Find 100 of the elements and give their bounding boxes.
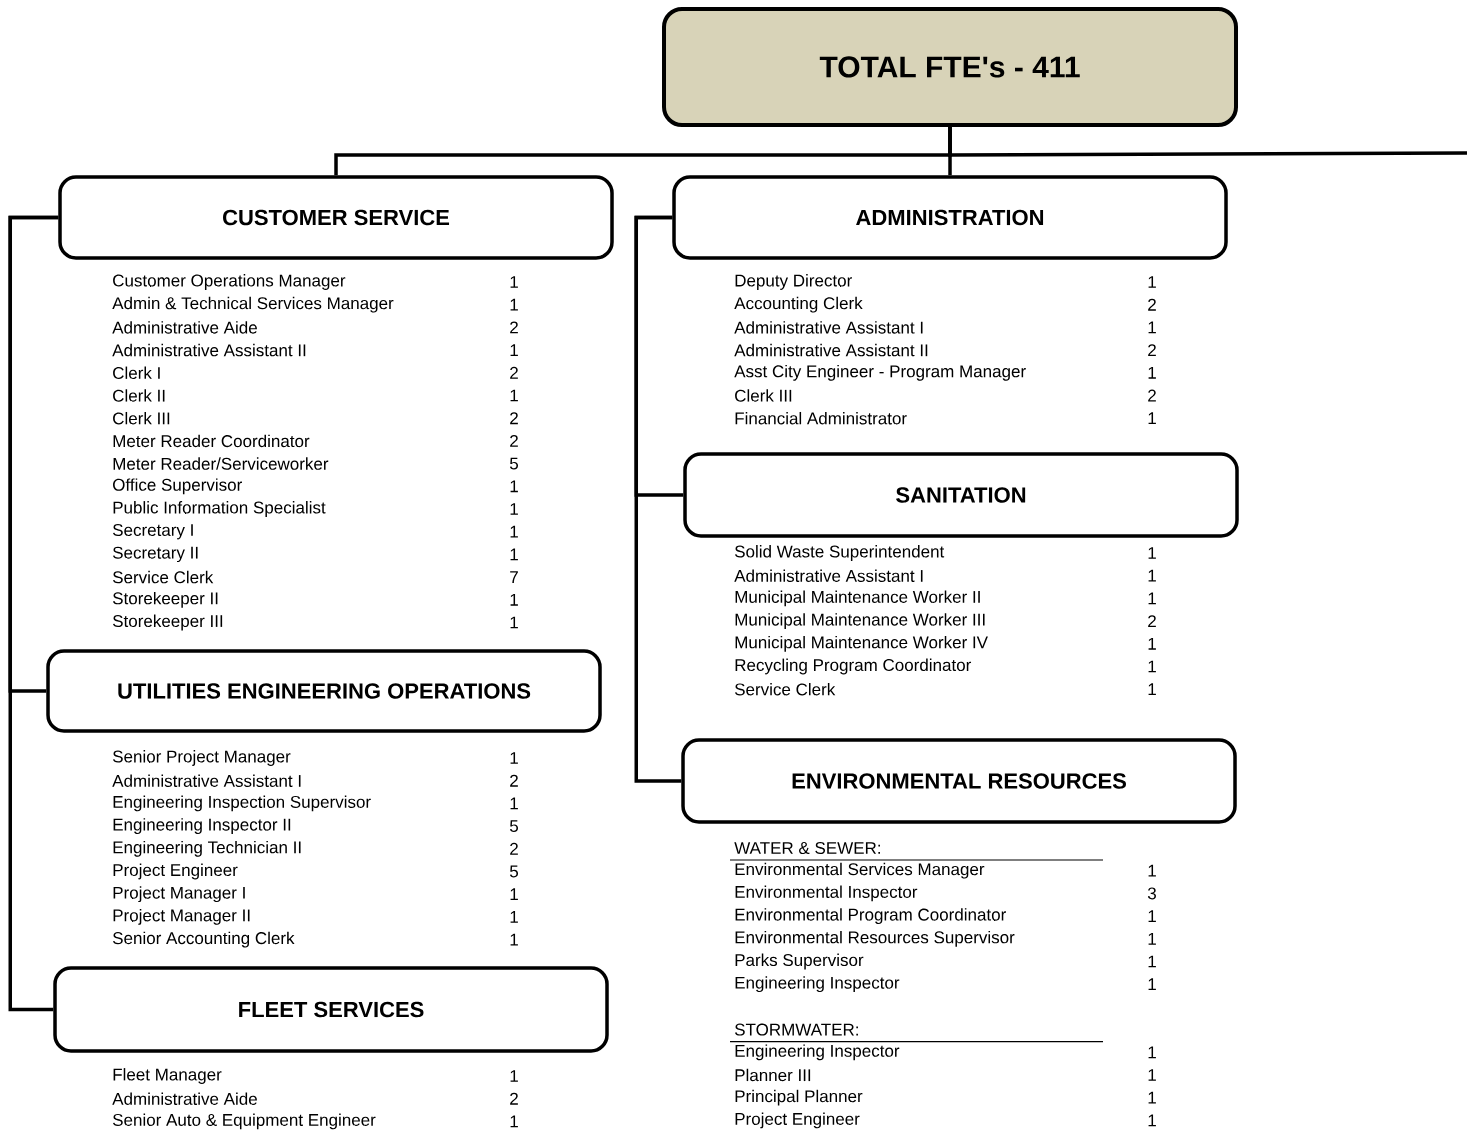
- position-title: Environmental Resources Supervisor: [735, 930, 1015, 947]
- position-title: Engineering Inspector II: [113, 818, 291, 834]
- position-count: 1: [1148, 1069, 1156, 1081]
- position-title: Meter Reader/Serviceworker: [113, 457, 329, 470]
- position-count: 1: [510, 298, 518, 311]
- position-title: Environmental Inspector: [735, 885, 918, 902]
- position-count: 2: [1148, 344, 1156, 357]
- position-count: 1: [1148, 592, 1156, 605]
- position-title: Municipal Maintenance Worker IV: [735, 635, 988, 652]
- position-count: 2: [510, 434, 518, 447]
- connector-line: [948, 127, 1467, 157]
- position-title: Municipal Maintenance Worker III: [735, 613, 985, 629]
- position-title: Engineering Inspector: [735, 976, 900, 993]
- position-count: 1: [1148, 1091, 1156, 1104]
- position-title: Planner III: [735, 1068, 811, 1082]
- position-title: Secretary II: [113, 546, 198, 563]
- position-count: 1: [510, 911, 518, 923]
- position-title: Secretary I: [113, 524, 193, 540]
- position-count: 2: [510, 366, 518, 379]
- position-count: 7: [510, 571, 518, 583]
- position-count: 1: [510, 503, 518, 515]
- position-count: 1: [1148, 637, 1156, 650]
- position-title: Recycling Program Coordinator: [735, 658, 971, 675]
- position-title: Solid Waste Superintendent: [735, 545, 945, 561]
- position-title: Admin & Technical Services Manager: [112, 296, 394, 313]
- position-count: 2: [1148, 615, 1156, 628]
- position-count: 5: [509, 820, 518, 833]
- position-count: 1: [1148, 569, 1156, 582]
- position-count: 2: [1148, 298, 1156, 311]
- position-count: 1: [510, 276, 518, 288]
- position-count: 2: [510, 774, 518, 787]
- position-title: Asst City Engineer - Program Manager: [734, 364, 1026, 381]
- position-count: 2: [510, 842, 518, 855]
- department-box: SANITATION: [683, 452, 1239, 538]
- position-count: 1: [1148, 660, 1156, 673]
- position-title: Customer Operations Manager: [113, 274, 346, 290]
- connector-line: [634, 215, 682, 783]
- position-title: Administrative Assistant I: [734, 569, 923, 582]
- position-count: 1: [1148, 955, 1156, 968]
- position-title: Financial Administrator: [735, 411, 907, 425]
- position-count: 1: [1148, 321, 1156, 334]
- position-count: 1: [510, 933, 518, 946]
- position-count: 3: [1147, 887, 1156, 900]
- position-title: Administrative Aide: [112, 1092, 257, 1105]
- section-subheading: STORMWATER:: [735, 1023, 858, 1036]
- position-count: 2: [510, 412, 518, 425]
- connector-line: [8, 215, 59, 1012]
- position-title: Clerk III: [735, 389, 792, 402]
- position-title: Clerk II: [113, 389, 165, 402]
- position-count: 2: [510, 1092, 518, 1105]
- department-box: ADMINISTRATION: [672, 175, 1228, 260]
- position-title: Senior Project Manager: [113, 750, 291, 766]
- position-count: 1: [1148, 547, 1156, 559]
- total-box: TOTAL FTE's - 411: [662, 7, 1238, 127]
- position-count: 1: [510, 797, 518, 810]
- position-title: Environmental Services Manager: [735, 862, 985, 879]
- position-count: 1: [1148, 276, 1156, 288]
- position-title: Principal Planner: [735, 1089, 863, 1106]
- position-count: 2: [510, 321, 518, 334]
- position-title: Project Manager I: [113, 886, 245, 903]
- position-title: Senior Accounting Clerk: [113, 931, 295, 948]
- position-title: Project Engineer: [735, 1112, 860, 1129]
- position-count: 1: [1148, 864, 1156, 877]
- position-count: 5: [509, 865, 518, 878]
- position-title: Administrative Assistant II: [734, 343, 928, 357]
- position-title: Clerk III: [113, 411, 170, 425]
- position-count: 1: [510, 1070, 518, 1082]
- position-title: Project Manager II: [113, 909, 250, 925]
- position-count: 1: [1148, 932, 1156, 945]
- position-title: Administrative Assistant II: [112, 343, 306, 357]
- section-subheading: WATER & SEWER:: [734, 842, 880, 854]
- position-count: 1: [510, 752, 518, 764]
- position-title: Parks Supervisor: [735, 953, 864, 970]
- position-title: Public Information Specialist: [113, 501, 326, 517]
- position-count: 1: [510, 344, 518, 356]
- position-title: Senior Auto & Equipment Engineer: [113, 1113, 376, 1130]
- position-count: 1: [510, 525, 518, 538]
- position-count: 1: [510, 548, 518, 561]
- position-title: Engineering Technician II: [113, 840, 301, 857]
- position-count: 1: [1148, 412, 1156, 425]
- position-title: Service Clerk: [113, 570, 214, 584]
- position-title: Administrative Aide: [112, 321, 257, 334]
- department-box: FLEET SERVICES: [53, 966, 609, 1053]
- position-count: 1: [510, 616, 518, 629]
- position-title: Office Supervisor: [113, 478, 242, 495]
- position-title: Engineering Inspection Supervisor: [113, 795, 371, 812]
- department-box: ENVIRONMENTAL RESOURCES: [681, 738, 1237, 824]
- position-title: Service Clerk: [735, 682, 836, 696]
- position-count: 1: [1148, 683, 1156, 696]
- position-title: Administrative Assistant I: [734, 321, 923, 334]
- position-count: 1: [1148, 366, 1156, 379]
- position-title: Deputy Director: [735, 274, 852, 290]
- position-count: 1: [1148, 1114, 1156, 1127]
- department-box: UTILITIES ENGINEERING OPERATIONS: [46, 649, 602, 733]
- position-title: Fleet Manager: [113, 1068, 222, 1084]
- position-title: Project Engineer: [113, 863, 238, 880]
- position-title: Clerk I: [113, 366, 160, 380]
- position-title: Storekeeper III: [113, 614, 223, 631]
- position-count: 1: [510, 1115, 518, 1128]
- position-count: 2: [1148, 389, 1156, 402]
